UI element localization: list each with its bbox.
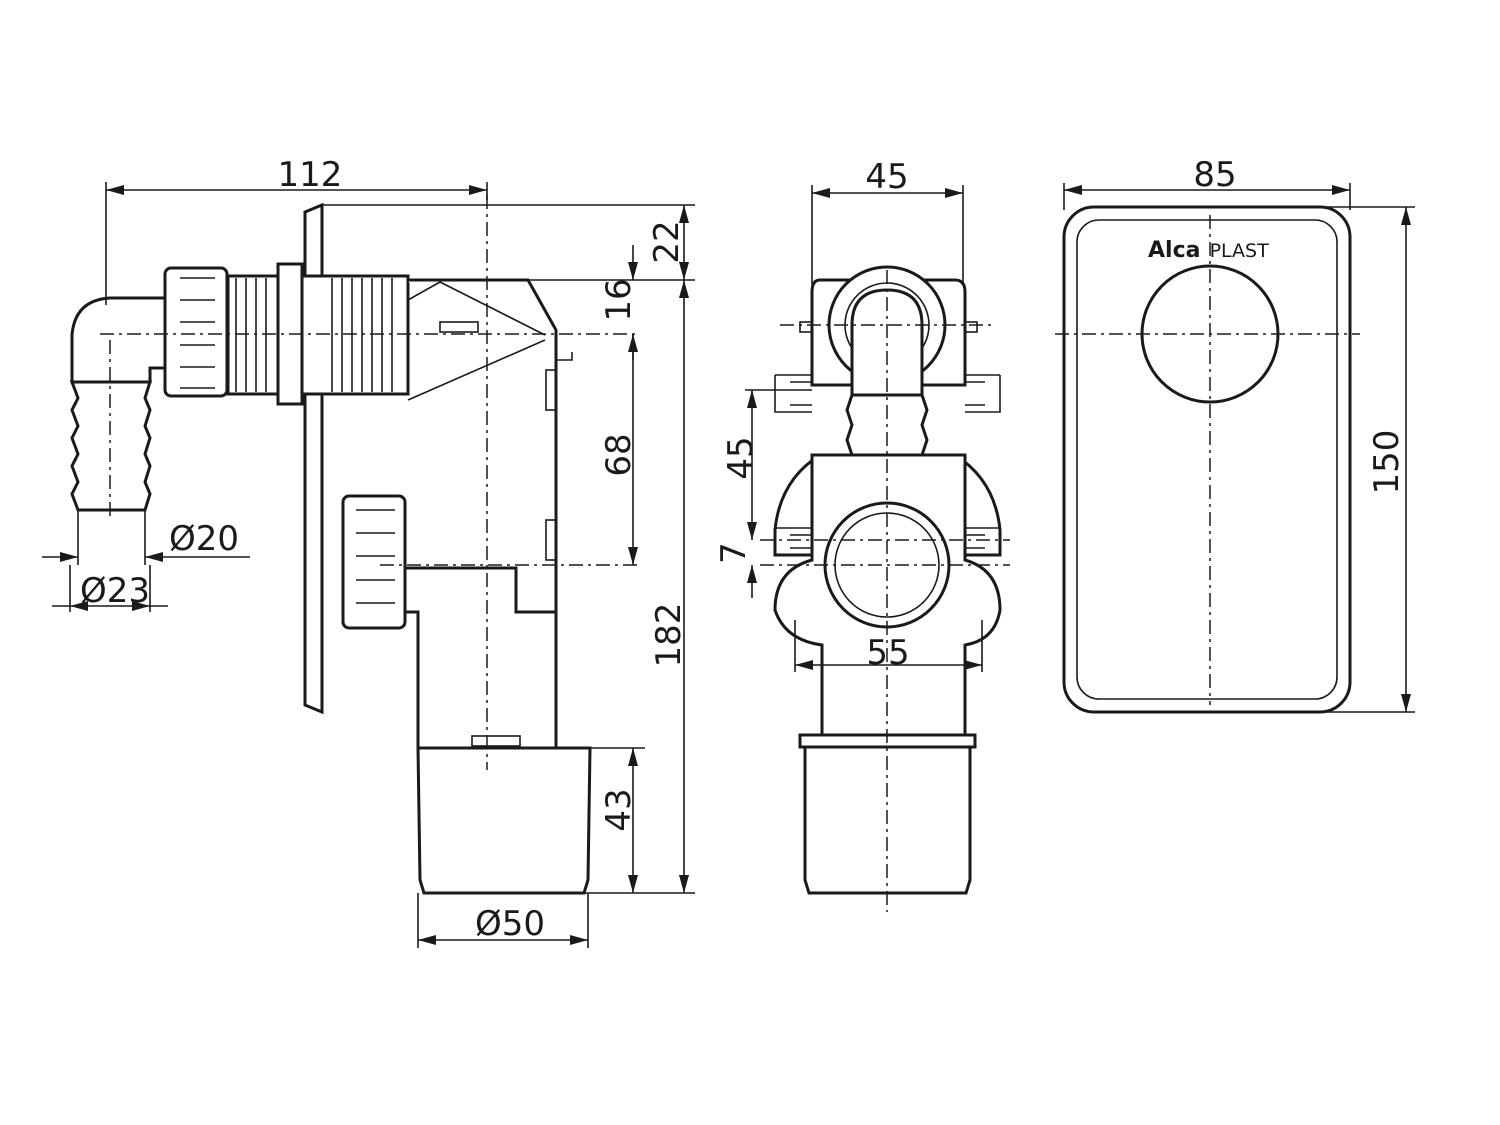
- side-view: [69, 195, 640, 895]
- dim-182: 182: [649, 603, 689, 668]
- threaded-tube: [226, 274, 410, 396]
- front-right-tab: [964, 321, 978, 333]
- cover-plate-dimensions: 85 150: [1063, 155, 1415, 713]
- side-view-dimensions: 112 22 182 16 68 43: [42, 155, 695, 948]
- socket-tab: [471, 735, 521, 747]
- front-view-dimensions: 45 45 7 55: [714, 157, 983, 673]
- cover-plate: Alca PLAST: [1055, 205, 1360, 714]
- union-nut-ribs: [180, 277, 215, 389]
- cover-plate-inner: [1076, 219, 1338, 700]
- brand-logo-light: PLAST: [1210, 240, 1270, 262]
- overflow-hook: [556, 352, 573, 361]
- siphon-chamfer: [407, 281, 546, 401]
- body-clip-upper: [545, 369, 557, 411]
- front-upper-brackets: [774, 374, 1001, 413]
- body-slot: [439, 321, 479, 333]
- dim-16: 16: [599, 278, 639, 321]
- dim-45-vertical: 45: [721, 436, 761, 479]
- dim-diameter-23: Ø23: [80, 571, 150, 611]
- thread-lines: [235, 278, 393, 392]
- side-union-nut: [341, 494, 407, 630]
- union-nut: [163, 266, 229, 398]
- front-lower-brackets: [775, 527, 1000, 556]
- side-nut-ribs: [356, 509, 395, 604]
- dim-45-top: 45: [865, 157, 908, 197]
- dim-55: 55: [866, 633, 909, 673]
- dim-85: 85: [1193, 155, 1236, 195]
- brand-logo-bold: Alca: [1148, 238, 1200, 263]
- hose-elbow: [70, 296, 167, 384]
- body-clip-lower: [545, 519, 557, 561]
- barbed-hose-connector: [69, 380, 153, 512]
- brand-logo: Alca PLAST: [1148, 238, 1269, 263]
- bottom-socket: [416, 746, 592, 895]
- dim-43: 43: [599, 788, 639, 831]
- siphon-body: [403, 278, 558, 750]
- dim-150: 150: [1367, 430, 1407, 495]
- dim-22: 22: [647, 220, 687, 263]
- dim-diameter-50: Ø50: [475, 904, 545, 944]
- front-left-tab: [799, 321, 813, 333]
- front-view: [760, 265, 1010, 912]
- dim-112: 112: [278, 155, 343, 195]
- dim-68: 68: [599, 433, 639, 476]
- dim-7: 7: [714, 542, 754, 564]
- dim-diameter-20: Ø20: [169, 519, 239, 559]
